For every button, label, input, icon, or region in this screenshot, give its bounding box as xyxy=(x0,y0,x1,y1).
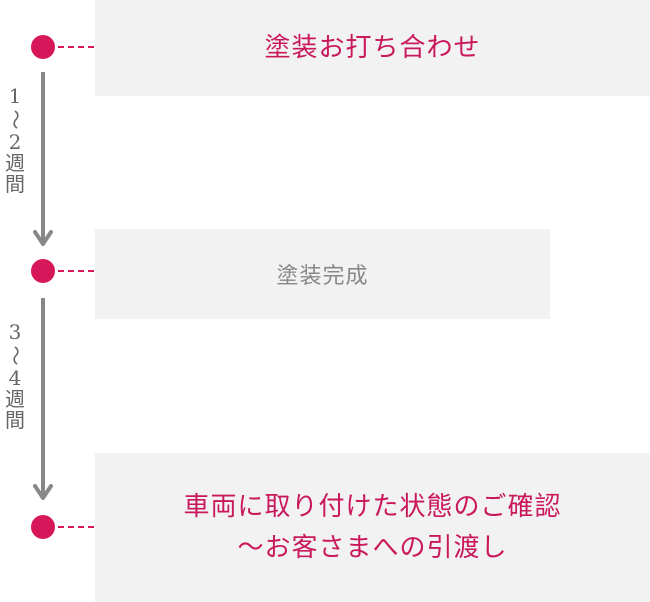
timeline-arrows xyxy=(33,72,53,500)
arrow-step2-to-step3 xyxy=(33,298,53,500)
step-1-marker xyxy=(31,35,55,59)
step-1-box: 塗装お打ち合わせ xyxy=(95,0,650,96)
step-3-connector xyxy=(58,526,94,528)
duration-char: 1 xyxy=(8,84,22,108)
step-3-marker xyxy=(31,515,55,539)
arrow-step1-to-step2 xyxy=(33,72,53,246)
step-2-connector xyxy=(58,270,94,272)
duration-char: 4 xyxy=(8,366,22,390)
duration-char: ～ xyxy=(3,109,28,130)
duration-char: 週 xyxy=(5,387,25,411)
duration-char: 2 xyxy=(8,130,22,154)
step-1-connector xyxy=(58,46,94,48)
step-3-label-line-2: ～お客さまへの引渡し xyxy=(237,532,508,563)
step-3-label: 車両に取り付けた状態のご確認 ～お客さまへの引渡し xyxy=(183,487,561,568)
duration-label-1: 1 ～ 2 週 間 xyxy=(0,86,30,195)
duration-char: 間 xyxy=(5,172,25,196)
step-2-box: 塗装完成 xyxy=(95,229,550,319)
step-3-box: 車両に取り付けた状態のご確認 ～お客さまへの引渡し xyxy=(95,453,650,602)
duration-char: ～ xyxy=(3,345,28,366)
duration-label-2: 3 ～ 4 週 間 xyxy=(0,322,30,431)
step-2-marker xyxy=(31,259,55,283)
duration-char: 3 xyxy=(8,320,22,344)
step-3-label-line-1: 車両に取り付けた状態のご確認 xyxy=(183,492,562,523)
step-1-label: 塗装お打ち合わせ xyxy=(264,32,481,63)
step-2-label: 塗装完成 xyxy=(276,264,369,289)
duration-char: 間 xyxy=(5,408,25,432)
duration-char: 週 xyxy=(5,151,25,175)
